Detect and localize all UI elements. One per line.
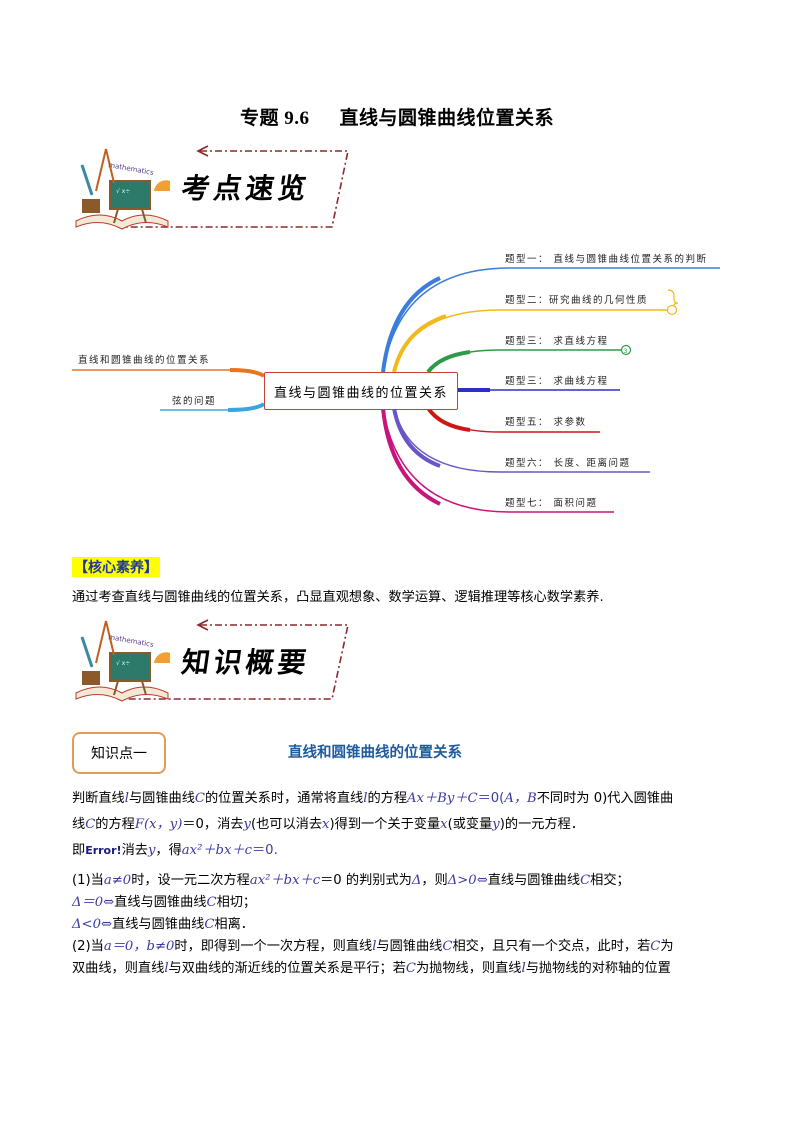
mindmap-branch-5: 题型五： 求参数 <box>505 417 587 428</box>
para-line-7: (2)当a＝0，b≠0时，即得到一个一次方程，则直线l与圆锥曲线C相交，且只有一… <box>72 939 674 954</box>
mindmap-branch-2: 题型二：研究曲线的几何性质 <box>505 295 649 306</box>
mindmap-branch-3: 题型三： 求直线方程 <box>505 336 609 347</box>
title-prefix: 专题 9.6 <box>239 108 310 129</box>
mindmap-branch-4: 题型三： 求曲线方程 <box>505 376 609 387</box>
mindmap-left-branch-1: 直线和圆锥曲线的位置关系 <box>78 355 211 366</box>
mindmap-branch-1: 题型一： 直线与圆锥曲线位置关系的判断 <box>505 254 708 265</box>
mindmap-left-branch-2: 弦的问题 <box>172 396 217 407</box>
math-illustration-icon: √ x÷ mathematics <box>75 619 349 702</box>
knowledge-banner: √ x÷ mathematics 知识概要 <box>70 617 360 707</box>
overview-banner: √ x÷ mathematics 考点速览 <box>70 143 360 233</box>
knowledge-point-title: 直线和圆锥曲线的位置关系 <box>288 745 462 761</box>
para-line-3: 即Error!消去y，得ax²＋bx＋c＝0. <box>72 843 278 858</box>
page-title: 专题 9.6 直线与圆锥曲线位置关系 <box>0 103 794 130</box>
mindmap-branch-7: 题型七： 面积问题 <box>505 498 598 509</box>
para-line-6: Δ<0⇔直线与圆锥曲线C相离． <box>72 917 254 932</box>
core-literacy-tag: 【核心素养】 <box>72 557 160 577</box>
mindmap-center-node: 直线与圆锥曲线的位置关系 <box>264 372 458 410</box>
math-illustration-icon: √ x÷ mathematics <box>75 145 349 230</box>
knowledge-paragraph-1: 判断直线l与圆锥曲线C的位置关系时，通常将直线l的方程Ax＋By＋C＝0(A，B… <box>72 789 732 979</box>
svg-text:mathematics: mathematics <box>108 633 155 649</box>
title-main: 直线与圆锥曲线位置关系 <box>339 107 555 129</box>
banner-title: 知识概要 <box>179 646 313 679</box>
svg-text:√ x÷: √ x÷ <box>116 660 130 667</box>
para-line-2: 线C的方程F(x，y)＝0，消去y(也可以消去x)得到一个关于变量x(或变量y)… <box>72 817 585 832</box>
para-line-1: 判断直线l与圆锥曲线C的位置关系时，通常将直线l的方程Ax＋By＋C＝0(A，B… <box>72 791 674 806</box>
mindmap-branch-6: 题型六： 长度、距离问题 <box>505 458 631 469</box>
para-line-5: Δ＝0⇔直线与圆锥曲线C相切； <box>72 895 257 910</box>
svg-text:3: 3 <box>624 348 628 355</box>
svg-text:√ x÷: √ x÷ <box>116 188 130 195</box>
knowledge-point-box: 知识点一 <box>72 732 166 774</box>
mindmap-connectors: 3 <box>72 267 720 513</box>
core-literacy-text: 通过考查直线与圆锥曲线的位置关系，凸显直观想象、数学运算、逻辑推理等核心数学素养… <box>72 590 604 605</box>
para-line-8: 双曲线，则直线l与双曲线的渐近线的位置关系是平行；若C为抛物线，则直线l与抛物线… <box>72 961 671 976</box>
para-line-4: (1)当a≠0时，设一元二次方程ax²＋bx＋c＝0 的判别式为Δ，则Δ>0⇔直… <box>72 873 630 888</box>
